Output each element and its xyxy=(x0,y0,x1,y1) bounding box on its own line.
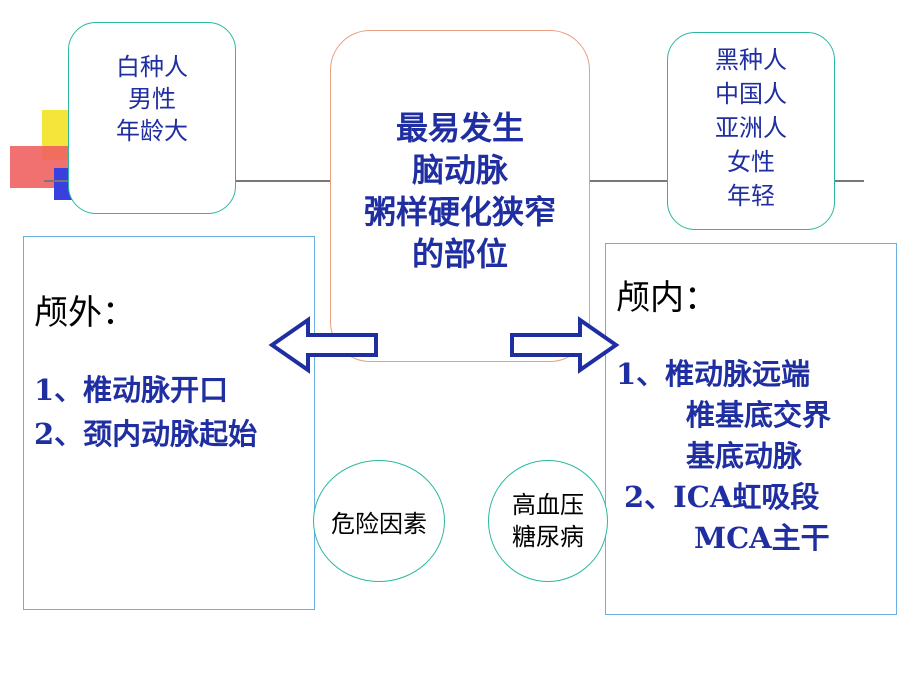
risk-factors-circle: 危险因素 xyxy=(313,460,445,582)
extracranial-box: 颅外： 1、椎动脉开口 2、颈内动脉起始 xyxy=(23,236,315,610)
demographics-bubble-left: 白种人 男性 年龄大 xyxy=(68,22,236,214)
extracranial-heading: 颅外： xyxy=(34,293,136,333)
disease-label: 糖尿病 xyxy=(512,523,584,551)
extracranial-item: 1、椎动脉开口 xyxy=(34,373,229,407)
disease-label: 高血压 xyxy=(512,491,584,519)
intracranial-item: 2、ICA虹吸段 xyxy=(624,480,820,514)
bubble-right-line: 年轻 xyxy=(727,182,775,210)
center-title-line: 最易发生 xyxy=(395,109,524,147)
right-arrow-icon xyxy=(510,316,620,374)
bubble-right-line: 女性 xyxy=(727,148,775,176)
left-arrow-icon xyxy=(268,316,378,374)
center-title-line: 脑动脉 xyxy=(411,151,508,189)
risk-factors-label: 危险因素 xyxy=(331,509,427,538)
center-title-box: 最易发生 脑动脉 粥样硬化狭窄 的部位 xyxy=(330,30,590,362)
extracranial-item: 2、颈内动脉起始 xyxy=(34,417,258,451)
intracranial-item: 基底动脉 xyxy=(686,439,803,473)
center-title-line: 的部位 xyxy=(411,235,508,273)
intracranial-box: 颅内： 1、椎动脉远端 椎基底交界 基底动脉 2、ICA虹吸段 MCA主干 xyxy=(605,243,897,615)
intracranial-item: MCA主干 xyxy=(694,521,830,555)
bubble-left-line: 男性 xyxy=(128,85,176,113)
intracranial-heading: 颅内： xyxy=(616,278,718,318)
bubble-right-line: 中国人 xyxy=(715,80,787,108)
disease-circle: 高血压 糖尿病 xyxy=(488,460,608,582)
bubble-left-line: 年龄大 xyxy=(116,117,188,145)
intracranial-item: 1、椎动脉远端 xyxy=(616,357,811,391)
demographics-bubble-right: 黑种人 中国人 亚洲人 女性 年轻 xyxy=(667,32,835,230)
bubble-right-line: 亚洲人 xyxy=(715,114,787,142)
intracranial-item: 椎基底交界 xyxy=(686,398,832,432)
bubble-left-line: 白种人 xyxy=(116,53,188,81)
center-title-line: 粥样硬化狭窄 xyxy=(363,193,556,231)
bubble-right-line: 黑种人 xyxy=(715,46,787,74)
